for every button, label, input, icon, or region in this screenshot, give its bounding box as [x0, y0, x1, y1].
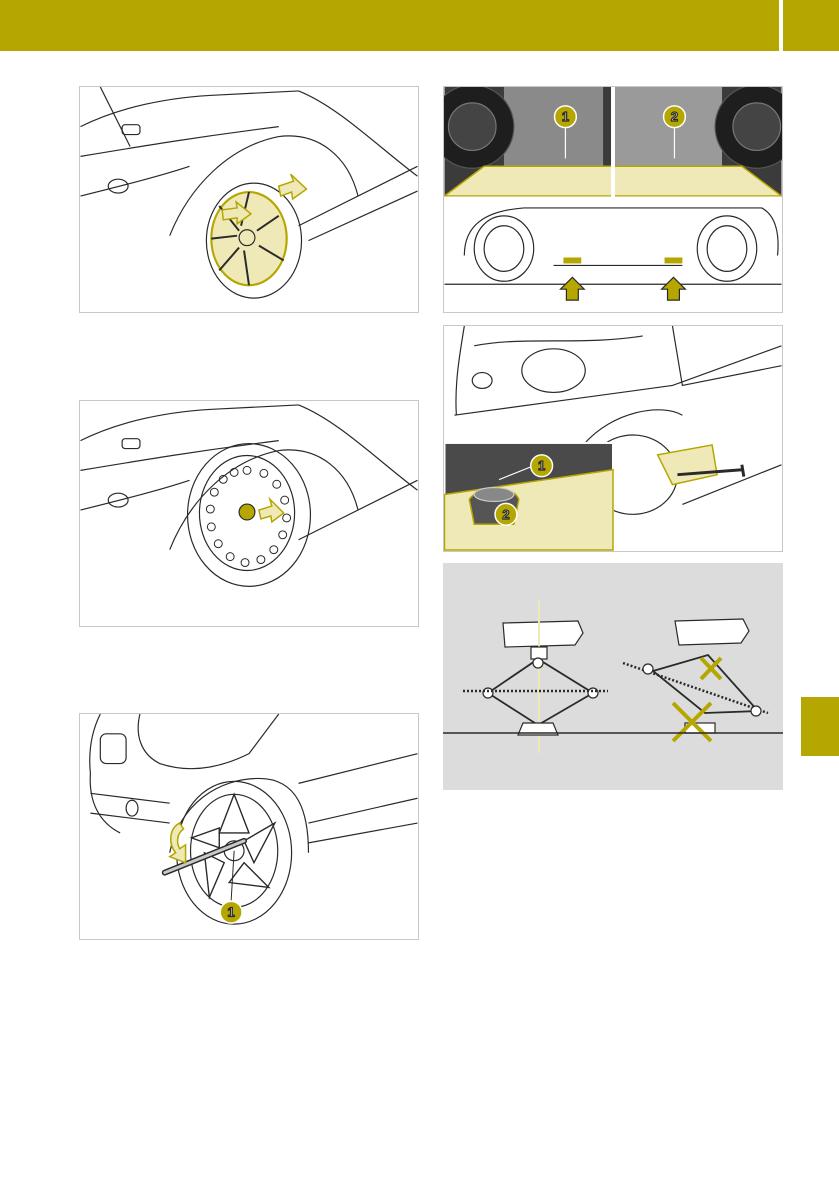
svg-text:2: 2: [502, 507, 509, 522]
arrow-up-icon: [560, 277, 584, 300]
figure-alloy-wheel: 1: [79, 713, 419, 940]
figure-jack-points: 1 2: [443, 86, 783, 313]
svg-text:1: 1: [228, 905, 235, 920]
header-bar: [0, 0, 779, 51]
svg-text:1: 1: [562, 109, 569, 124]
callout-1: 1: [555, 106, 577, 128]
callout-1: 1: [531, 455, 553, 477]
arrow-icon: [170, 823, 186, 863]
chapter-tab: [801, 697, 839, 756]
svg-text:1: 1: [538, 458, 545, 473]
callout-1: 1: [220, 901, 242, 923]
svg-text:2: 2: [671, 109, 678, 124]
header-bar-corner: [783, 0, 839, 51]
figure-hubcap-removal: [79, 86, 419, 313]
callout-2: 2: [495, 503, 517, 525]
arrow-up-icon: [662, 277, 686, 300]
figure-steel-wheel: [79, 400, 419, 627]
figure-jack-correct-incorrect: [443, 563, 783, 790]
figure-jack-placement: 1 2: [443, 325, 783, 552]
arrow-icon: [259, 499, 284, 522]
callout-2: 2: [664, 106, 686, 128]
arrow-icon: [279, 174, 307, 199]
